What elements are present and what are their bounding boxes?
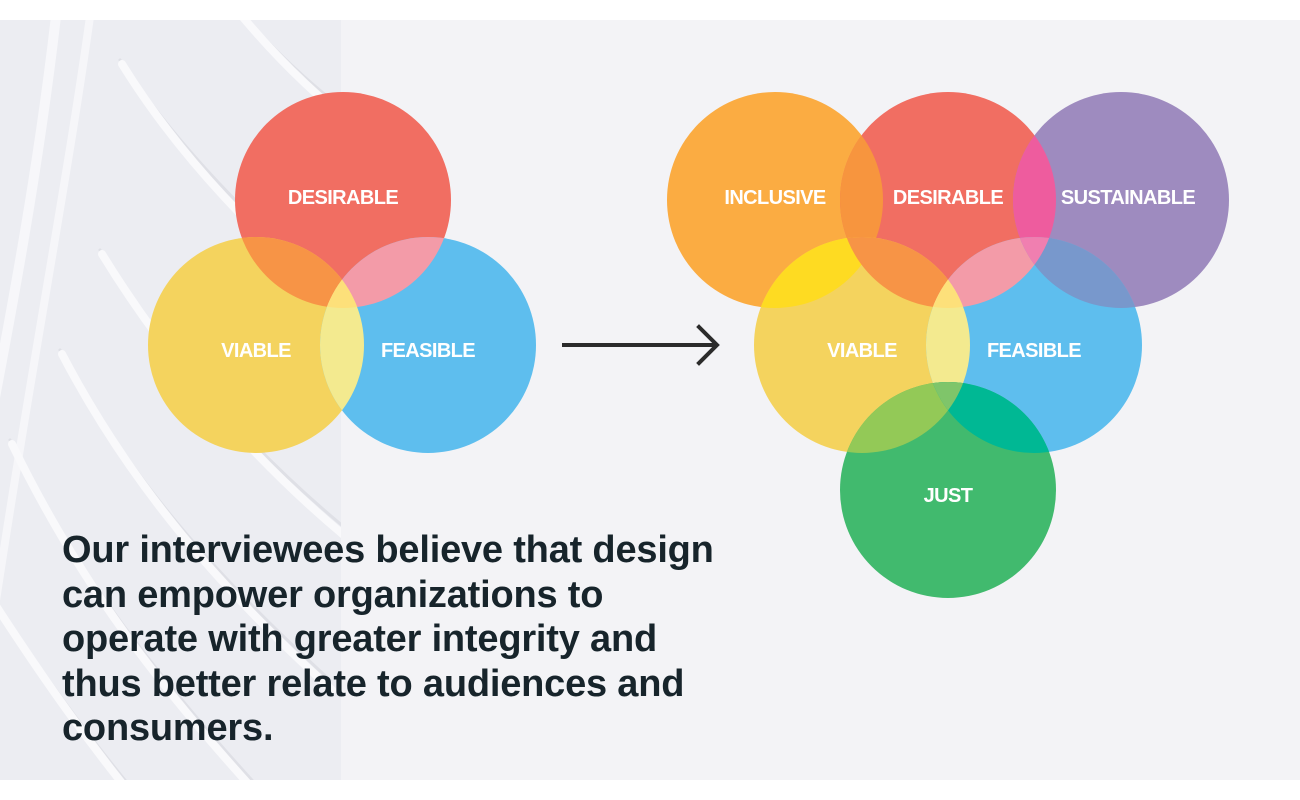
overlap-inclusive-viable xyxy=(754,237,883,308)
label-feasible: FEASIBLE xyxy=(987,340,1081,362)
headline-text: Our interviewees believe that design can… xyxy=(62,528,822,751)
headline-line: consumers. xyxy=(62,707,274,749)
overlap-feasible-just xyxy=(926,382,1056,453)
label-desirable: DESIRABLE xyxy=(288,187,398,209)
overlap-desirable-feasible xyxy=(926,237,1056,308)
label-viable: VIABLE xyxy=(827,340,897,362)
overlap-desirable-viable xyxy=(840,237,970,308)
venn-before: DESIRABLE VIABLE FEASIBLE xyxy=(148,92,536,453)
arrow-right-icon xyxy=(562,324,720,366)
headline-line: operate with greater integrity and xyxy=(62,618,657,660)
label-inclusive: INCLUSIVE xyxy=(724,187,826,209)
label-just: JUST xyxy=(924,485,973,507)
headline-line: thus better relate to audiences and xyxy=(62,662,685,705)
venn-after: INCLUSIVE DESIRABLE SUSTAINABLE VIABLE F… xyxy=(667,92,1229,598)
overlap-viable-just xyxy=(840,382,970,453)
label-viable: VIABLE xyxy=(221,340,291,362)
headline-line: can empower organizations to xyxy=(62,573,604,616)
label-feasible: FEASIBLE xyxy=(381,340,475,362)
overlap-sustainable-feasible xyxy=(1013,237,1142,308)
overlap-desirable-feasible xyxy=(320,237,451,308)
label-desirable: DESIRABLE xyxy=(893,187,1003,209)
headline-line: Our interviewees believe that design xyxy=(62,529,714,571)
label-sustainable: SUSTAINABLE xyxy=(1061,187,1195,209)
slide-canvas: DESIRABLE VIABLE FEASIBLE xyxy=(0,20,1300,780)
overlap-desirable-viable xyxy=(235,237,364,308)
